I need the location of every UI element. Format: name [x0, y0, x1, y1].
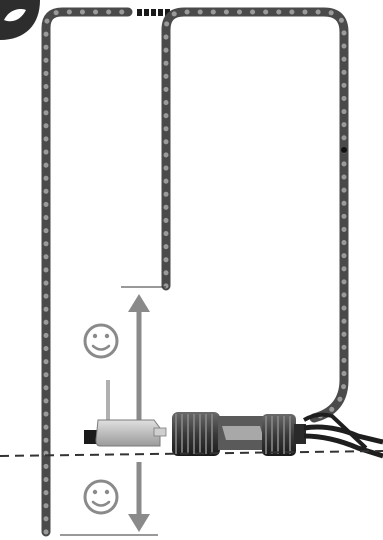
smiley-down-icon: [83, 479, 119, 515]
smiley-up-icon: [83, 323, 119, 359]
power-cables: [303, 412, 383, 459]
led-strip-left: [41, 7, 133, 537]
surface-line: [0, 450, 383, 457]
strip-cut-marks: [137, 9, 170, 16]
led-strip-right: [161, 7, 349, 423]
leaf-icon: [4, 9, 26, 22]
arrow-up: [128, 294, 150, 420]
corner-badge: [0, 0, 40, 40]
arrow-down: [128, 462, 150, 532]
power-connector: [172, 412, 306, 456]
mounting-clip: [84, 380, 167, 447]
